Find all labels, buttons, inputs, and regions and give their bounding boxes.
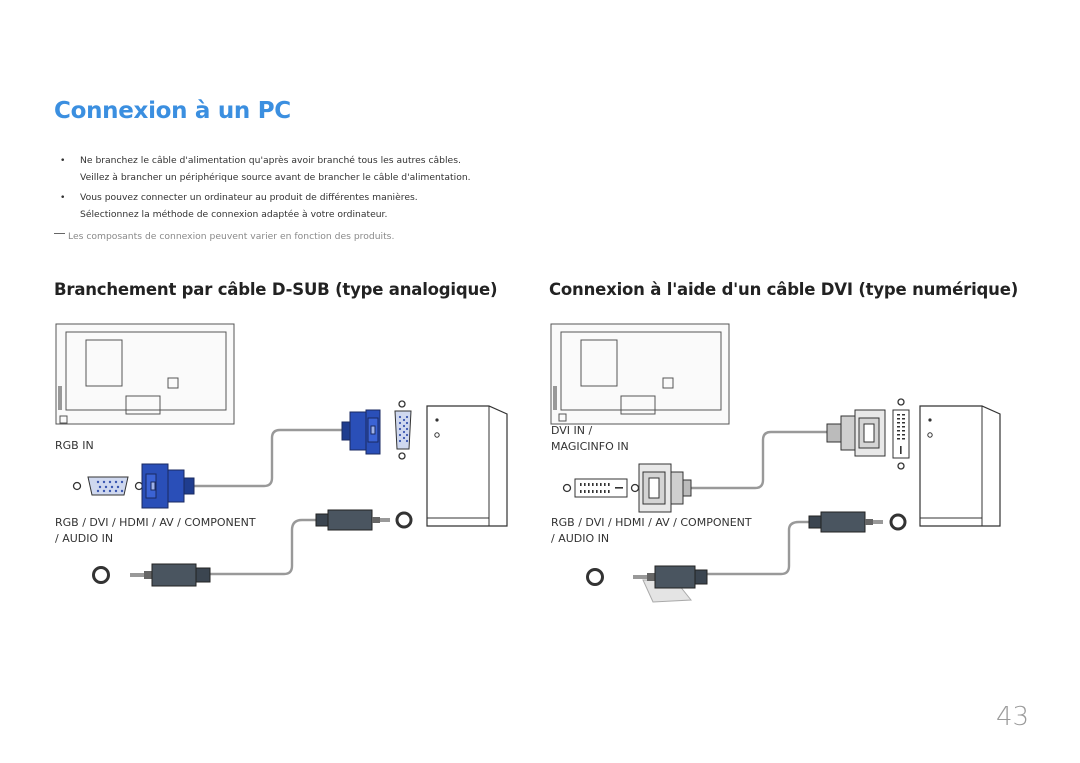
dvi-plug-icon	[638, 463, 692, 513]
vga-port-icon	[72, 476, 144, 496]
audio-cable	[703, 520, 809, 576]
pc-vga-port-icon	[394, 400, 412, 460]
audio-in-label-line1: RGB / DVI / HDMI / AV / COMPONENT	[551, 516, 752, 529]
dvi-diagram	[550, 323, 910, 603]
page-number: 43	[996, 702, 1030, 732]
instruction-list: • Ne branchez le câble d'alimentation qu…	[60, 153, 520, 227]
vga-plug-icon	[141, 463, 195, 509]
panel-port-dots	[58, 386, 62, 410]
audio-jack-icon	[586, 568, 604, 586]
dvi-port-icon	[562, 478, 640, 498]
audio-plug-icon	[130, 563, 211, 587]
vga-plug-pc-icon	[341, 409, 381, 455]
list-item: • Vous pouvez connecter un ordinateur au…	[60, 190, 520, 223]
pc-tower-left	[426, 405, 508, 527]
audio-plug-pc-icon	[315, 509, 390, 531]
bullet-text-line: Veillez à brancher un périphérique sourc…	[80, 171, 471, 183]
monitor-back-panel	[550, 323, 730, 425]
note-dash	[54, 233, 65, 234]
note: Les composants de connexion peuvent vari…	[54, 231, 394, 242]
dsub-diagram	[55, 323, 413, 587]
note-text: Les composants de connexion peuvent vari…	[68, 231, 395, 242]
dvi-in-label-line2: MAGICINFO IN	[551, 440, 629, 453]
page-title: Connexion à un PC	[54, 98, 291, 124]
bullet-text-line: Sélectionnez la méthode de connexion ada…	[80, 208, 388, 220]
list-item: • Ne branchez le câble d'alimentation qu…	[60, 153, 520, 186]
pc-dvi-port-icon	[892, 398, 910, 470]
audio-in-label-line2: / AUDIO IN	[55, 532, 114, 545]
section-heading-dvi: Connexion à l'aide d'un câble DVI (type …	[549, 280, 1019, 299]
bullet-text-line: Vous pouvez connecter un ordinateur au p…	[80, 192, 418, 203]
audio-plug-icon	[633, 565, 708, 603]
bullet-symbol: •	[60, 155, 66, 166]
audio-jack-icon	[92, 566, 110, 584]
pc-audio-jack-icon	[889, 513, 907, 531]
bullet-text-line: Ne branchez le câble d'alimentation qu'a…	[80, 155, 461, 166]
monitor-back-panel	[55, 323, 235, 425]
bullet-symbol: •	[60, 192, 66, 203]
audio-plug-pc-icon	[808, 511, 883, 533]
audio-in-label-line1: RGB / DVI / HDMI / AV / COMPONENT	[55, 516, 256, 529]
dvi-plug-pc-icon	[826, 409, 886, 457]
pc-tower-right	[919, 405, 1001, 527]
dvi-in-label-line1: DVI IN /	[551, 424, 593, 437]
rgb-in-label: RGB IN	[55, 439, 94, 452]
dvi-cable	[685, 430, 827, 490]
vga-cable	[193, 428, 342, 488]
pc-audio-jack-icon	[395, 511, 413, 529]
audio-cable	[210, 518, 316, 576]
section-heading-dsub: Branchement par câble D-SUB (type analog…	[54, 280, 498, 299]
audio-in-label-line2: / AUDIO IN	[551, 532, 610, 545]
